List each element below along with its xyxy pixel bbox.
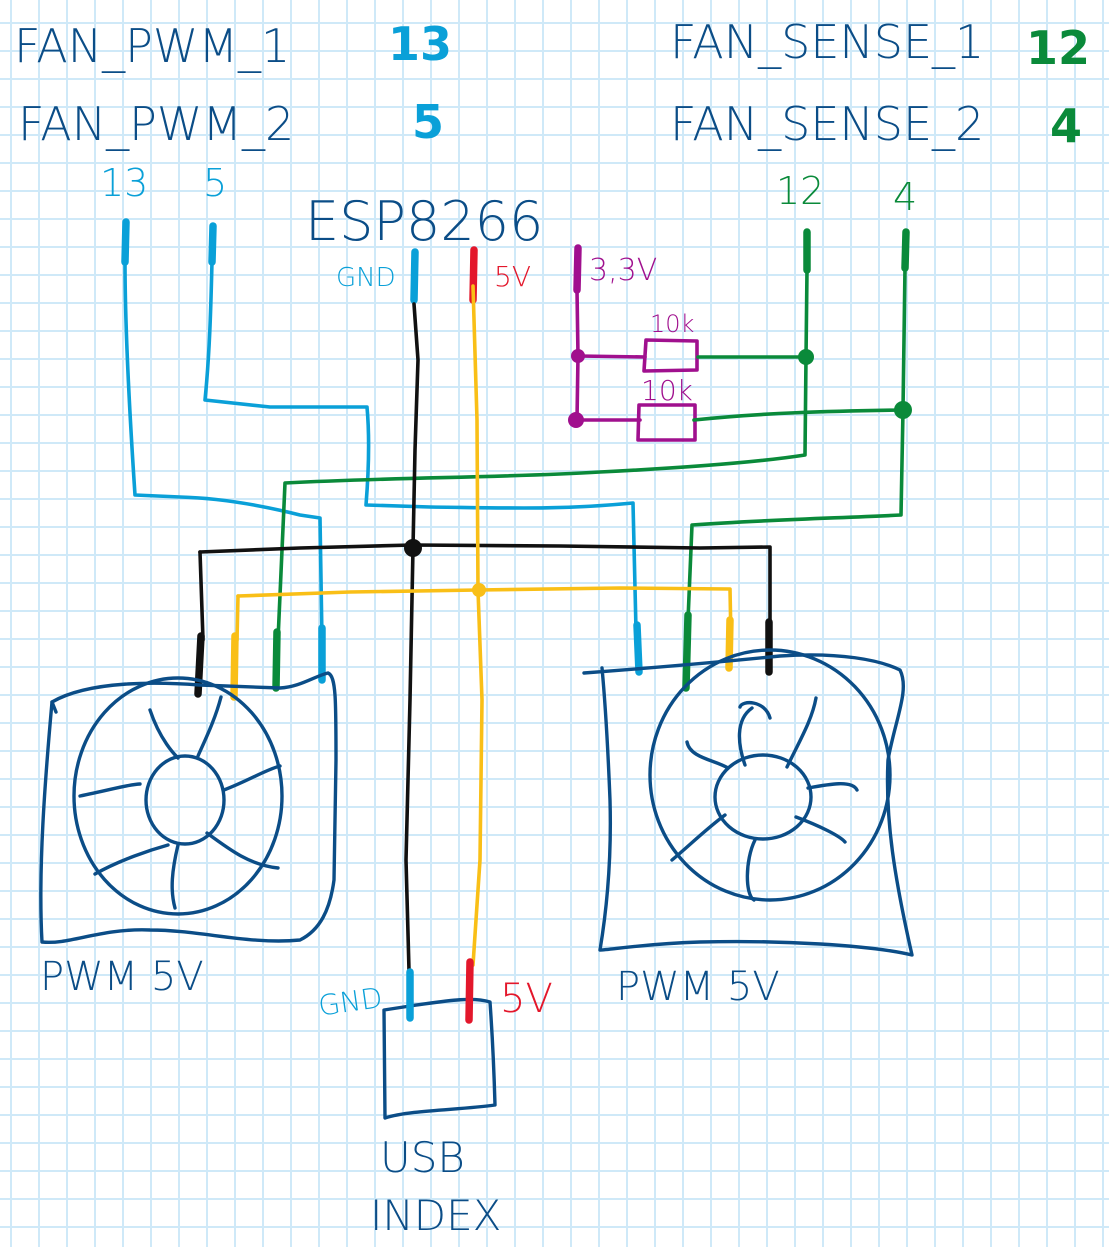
- usb-label-5v: 5V: [500, 976, 553, 1022]
- esp-pin-label-3v3: 3,3V: [589, 253, 657, 288]
- esp-pin-label-sense2: 4: [893, 175, 917, 219]
- fan-2-ring: [648, 648, 892, 902]
- fan-1: PWM 5V: [39, 671, 338, 1000]
- fan2-pin-pwm: [633, 621, 643, 676]
- junction-sense1: [798, 349, 814, 365]
- esp-pin-3v3: [573, 244, 582, 294]
- wire-sense1: [272, 228, 811, 692]
- fan-2-hub: [713, 753, 813, 841]
- fan-2-blades: [670, 696, 859, 902]
- wire-pwm2: [203, 222, 643, 676]
- usb-box: [382, 997, 497, 1120]
- wire-sense1-path: [276, 268, 809, 642]
- fan-1-frame-tick: [50, 700, 58, 714]
- usb-title-line1: USB: [380, 1133, 465, 1182]
- fan-1-frame: [39, 671, 338, 945]
- wire-5v-bus: [236, 586, 733, 642]
- usb-title-line2: INDEX: [370, 1191, 501, 1240]
- pin-map-name-sense1: FAN_SENSE_1: [670, 15, 984, 69]
- fan-2-label: PWM 5V: [616, 964, 780, 1010]
- usb-pin-5v: [465, 958, 474, 1024]
- fan1-pin-sense: [272, 628, 281, 692]
- esp-pin-label-5v: 5V: [494, 260, 531, 293]
- fan-1-blades: [78, 695, 282, 910]
- fan-1-ring: [72, 676, 284, 916]
- wire-5v-fan1: [235, 594, 240, 642]
- pin-map-name-pwm1: FAN_PWM_1: [14, 19, 290, 73]
- resistor-2-label: 10k: [641, 374, 693, 407]
- junction-sense2: [894, 401, 912, 419]
- esp-pin-label-gnd: GND: [336, 263, 396, 293]
- fan-2-frame: [582, 653, 914, 957]
- wire-gnd-fan1: [198, 550, 205, 642]
- wire-sense2-path: [686, 266, 907, 622]
- pin-map-pin-pwm2: 5: [412, 95, 444, 149]
- junction-5v: [472, 583, 486, 597]
- wire-r2-sense2: [692, 408, 905, 422]
- pin-map-pin-sense1-value: 12: [1026, 21, 1090, 75]
- wire-pwm1-path: [123, 260, 324, 642]
- resistor-2: [636, 403, 697, 442]
- wire-3v3-r1: [576, 354, 647, 359]
- resistor-1-label: 10k: [650, 310, 695, 338]
- usb-label-gnd: GND: [316, 981, 384, 1023]
- esp-pin-pwm2: [208, 222, 217, 266]
- esp-pin-pwm1: [121, 218, 130, 266]
- pin-map-name-pwm2: FAN_PWM_2: [18, 97, 294, 151]
- pin-map-pin-sense2: 4: [1050, 99, 1082, 153]
- wire-5v-trunk: [471, 284, 484, 967]
- resistor-1: [642, 338, 699, 373]
- junction-3v3-a: [571, 349, 585, 363]
- esp-title: ESP8266: [305, 190, 543, 253]
- wire-gnd-trunk: [404, 302, 420, 972]
- esp-pin-label-pwm1: 13: [100, 161, 148, 205]
- wire-sense2: [682, 228, 910, 692]
- usb-power: GND 5V USB INDEX: [316, 958, 553, 1240]
- esp-pin-gnd: [410, 248, 419, 304]
- junction-3v3-b: [568, 412, 584, 428]
- esp-pin-label-pwm2: 5: [203, 161, 227, 205]
- wire-5v: [230, 246, 734, 967]
- wire-ground: [194, 248, 773, 972]
- wire-gnd-bus: [198, 543, 772, 642]
- pullup-network: [568, 244, 912, 442]
- pin-map-name-sense2: FAN_SENSE_2: [670, 97, 984, 151]
- fan2-pin-sense: [682, 611, 692, 692]
- junction-gnd: [404, 539, 422, 557]
- esp-pin-sense2: [901, 228, 910, 272]
- pin-map: FAN_PWM_1 13 FAN_PWM_2 5 FAN_SENSE_1 4 1…: [14, 15, 1090, 153]
- fan-1-label: PWM 5V: [40, 954, 204, 1000]
- wire-pwm2-path: [203, 260, 638, 632]
- wire-pwm1: [121, 218, 326, 684]
- pin-map-pin-pwm1: 13: [388, 17, 452, 71]
- fan-1-hub: [144, 754, 226, 846]
- esp-pin-label-sense1: 12: [776, 169, 824, 213]
- fan-2: PWM 5V: [582, 648, 914, 1010]
